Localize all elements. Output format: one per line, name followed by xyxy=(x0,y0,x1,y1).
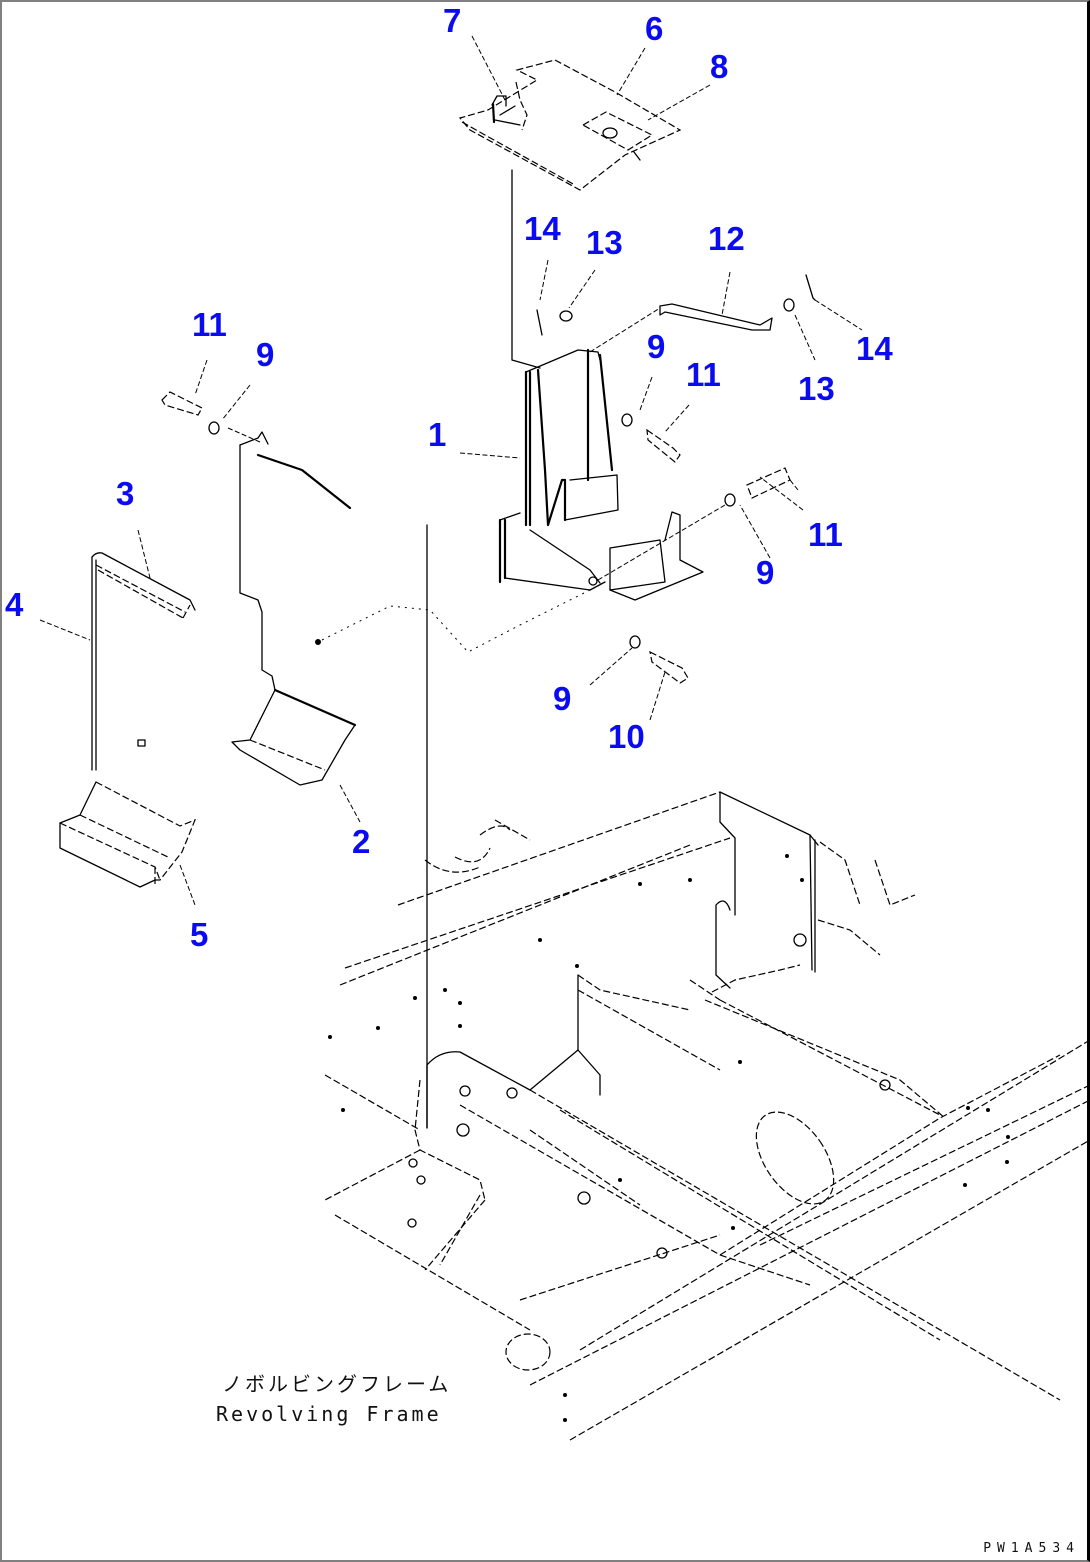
callout-6: 6 xyxy=(645,10,664,47)
callout-10: 10 xyxy=(608,718,645,755)
callout-9b: 9 xyxy=(647,328,666,365)
callout-11b: 11 xyxy=(686,356,721,393)
fasteners xyxy=(161,274,816,684)
callout-3: 3 xyxy=(116,475,135,512)
frame-label-japanese: ノボルビングフレーム xyxy=(222,1372,452,1396)
callout-4: 4 xyxy=(5,586,24,623)
callout-9d: 9 xyxy=(553,680,572,717)
part-2-plate xyxy=(231,431,591,786)
callout-2: 2 xyxy=(352,823,371,860)
revolving-frame xyxy=(324,524,1090,1441)
frame-label-english: Revolving Frame xyxy=(216,1402,442,1426)
leader-lines xyxy=(39,35,863,906)
callout-7: 7 xyxy=(443,2,462,39)
callout-11a: 11 xyxy=(192,306,227,343)
part-5-step xyxy=(59,781,197,888)
callout-9a: 9 xyxy=(256,336,275,373)
callout-11c: 11 xyxy=(808,516,843,553)
callout-14b: 14 xyxy=(856,330,893,367)
part-6-cover-plate xyxy=(458,59,682,369)
callout-1: 1 xyxy=(428,416,447,453)
callout-8: 8 xyxy=(710,48,729,85)
drawing-code: PW1A534 xyxy=(983,1541,1080,1556)
part-4-step-panel xyxy=(91,552,196,771)
callout-5: 5 xyxy=(190,916,209,953)
callout-9c: 9 xyxy=(756,554,775,591)
callout-13a: 13 xyxy=(586,224,623,261)
part-7-latch xyxy=(491,95,521,126)
callout-14a: 14 xyxy=(524,210,561,247)
part-1-bracket xyxy=(498,348,704,601)
callout-13b: 13 xyxy=(798,370,835,407)
callout-12: 12 xyxy=(708,220,745,257)
part-8-lock xyxy=(581,111,654,161)
